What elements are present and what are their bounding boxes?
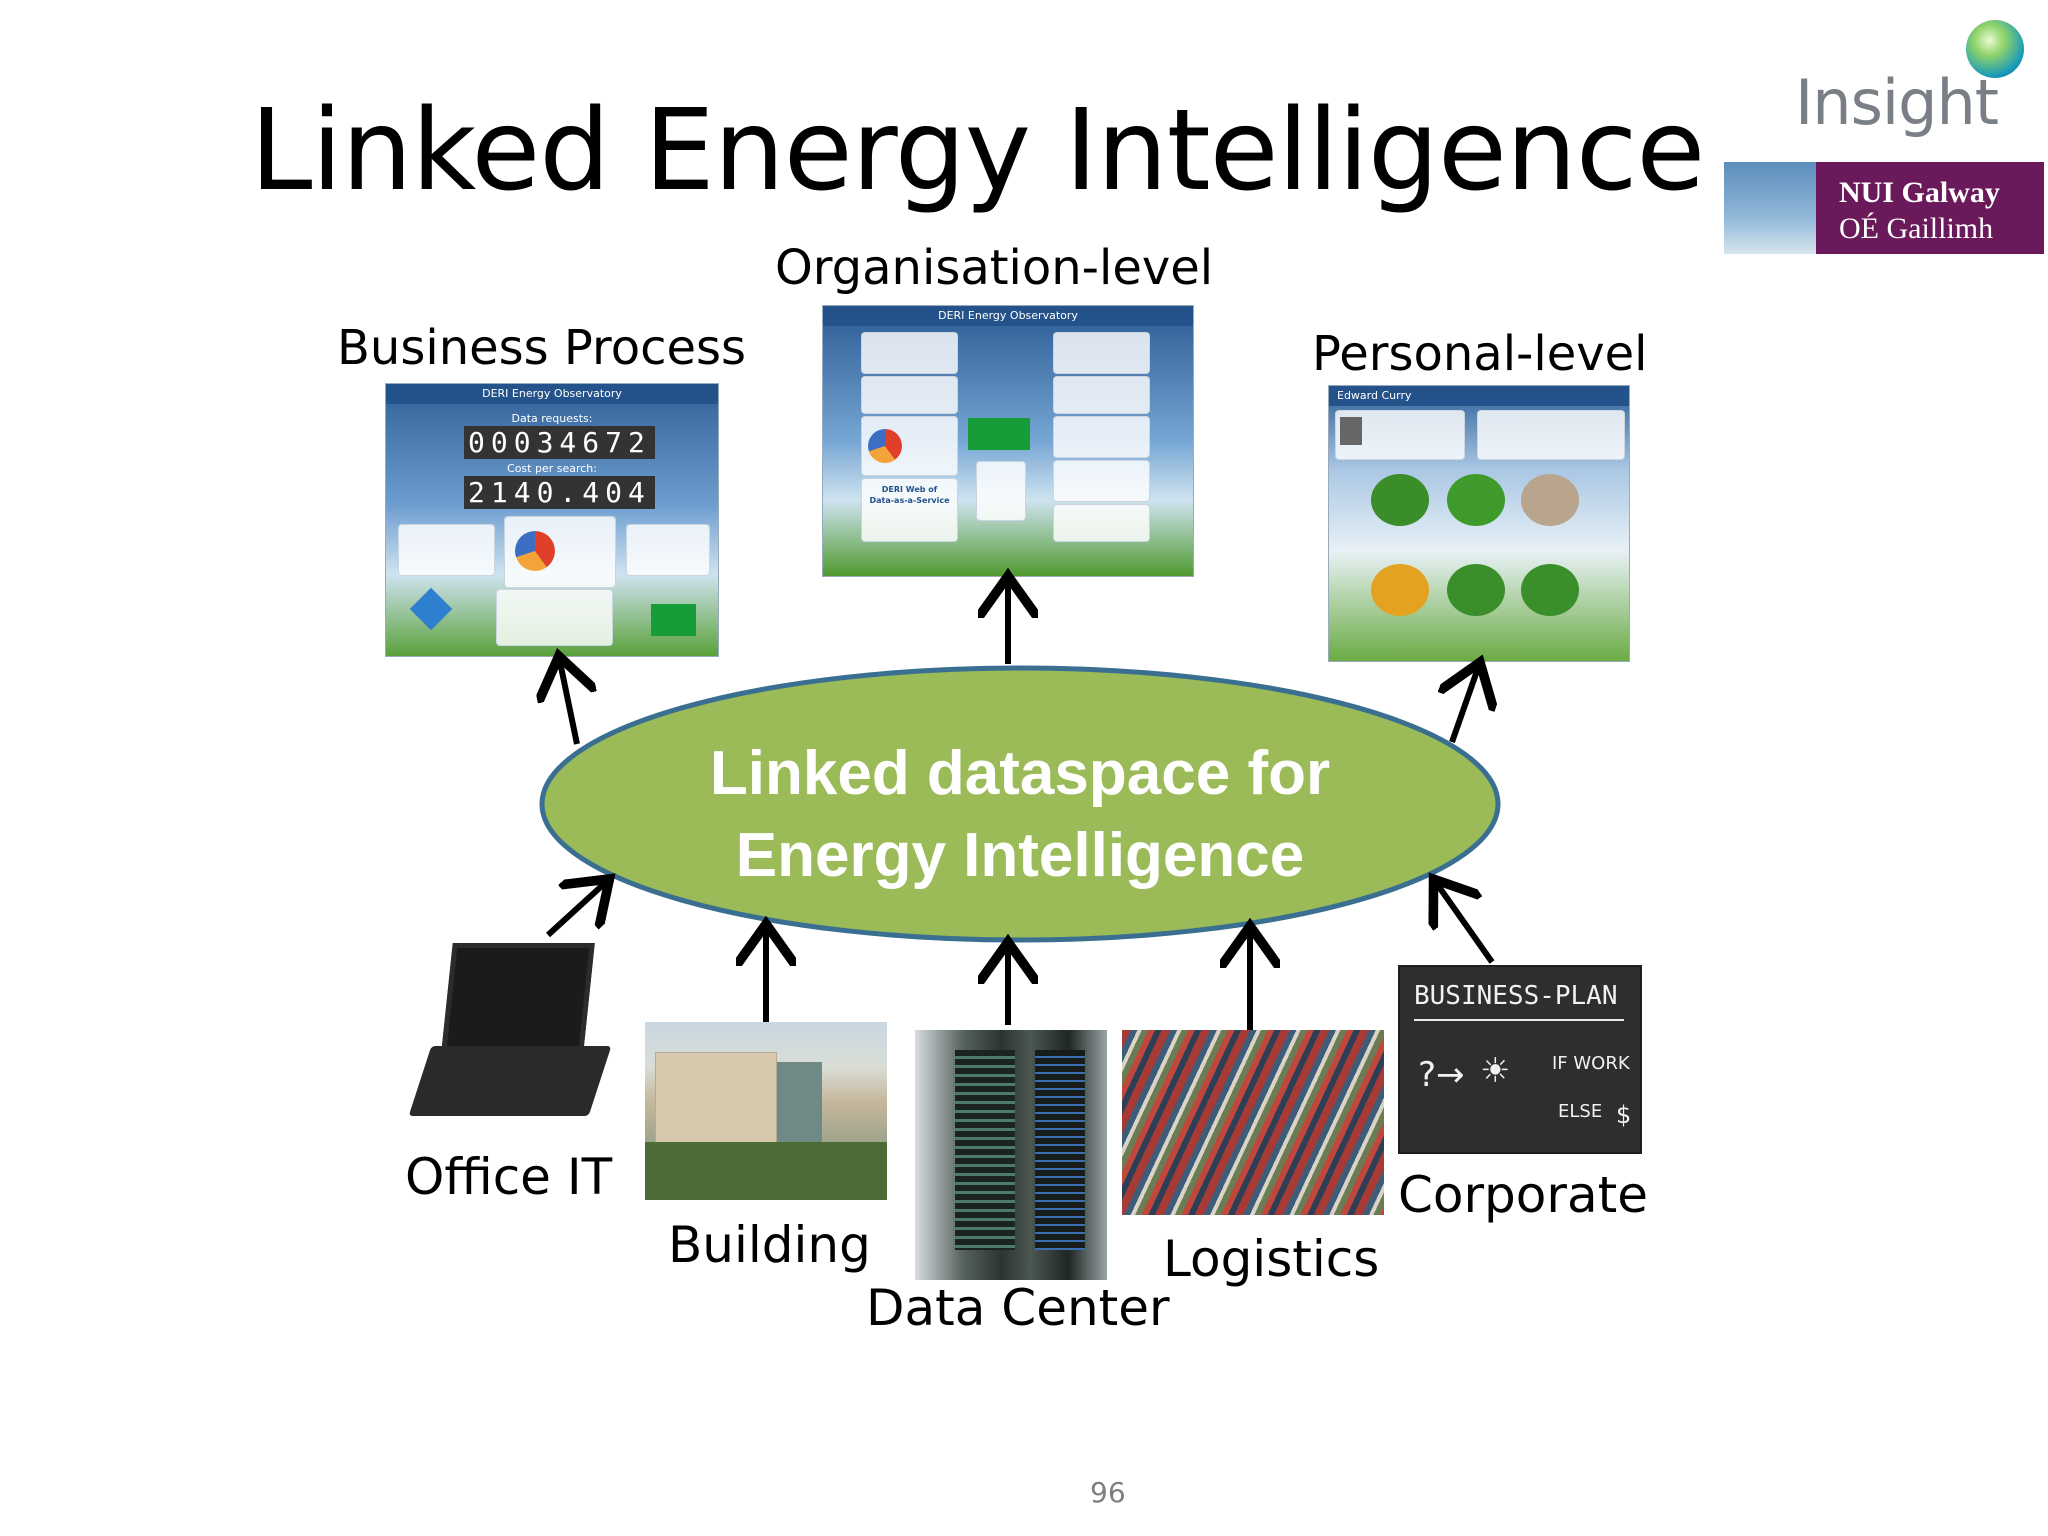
cost-per-search-counter: 2140.404	[464, 476, 655, 509]
page-number: 96	[1090, 1476, 1126, 1509]
building-facade	[655, 1052, 777, 1149]
question-mark-icon: ?→	[1418, 1055, 1465, 1095]
server-rack	[955, 1050, 1015, 1250]
apple-panel	[976, 461, 1026, 521]
deri-logo-icon	[651, 604, 696, 636]
quadrangle-building-icon	[1724, 162, 1816, 254]
dashboard-buttons-panel	[1477, 410, 1625, 460]
pie-chart-icon	[868, 429, 902, 463]
building-label: Building	[668, 1216, 871, 1274]
dashboard-header: DERI Energy Observatory	[386, 384, 718, 404]
nui-galway-irish-name: OÉ Gaillimh	[1839, 212, 1994, 245]
organisation-dashboard: DERI Energy Observatory DERI Web of Data…	[822, 305, 1194, 577]
fuel-mix-panel	[861, 416, 958, 476]
data-requests-label: Data requests:	[511, 412, 593, 425]
hedge	[645, 1142, 887, 1200]
tree-icon	[1371, 474, 1429, 526]
hub-line1: Linked dataspace for	[709, 739, 1331, 808]
if-work-text: IF WORK	[1552, 1053, 1630, 1074]
business-process-label: Business Process	[337, 320, 747, 376]
building-panel	[1053, 416, 1150, 458]
pie-chart-icon	[515, 531, 555, 571]
machines-panel	[496, 589, 613, 646]
arrow-to-business-process	[560, 662, 577, 745]
arrow-to-personal	[1452, 668, 1478, 743]
server-rack	[1035, 1050, 1085, 1250]
commute-panel	[1053, 504, 1150, 542]
arrow-from-office-it	[545, 883, 605, 938]
chalkboard-heading: BUSINESS-PLAN	[1414, 981, 1618, 1011]
nui-galway-logo: NUI Galway OÉ Gaillimh	[1724, 162, 2044, 254]
laptop-keyboard	[408, 1046, 612, 1116]
linked-dataspace-text: Linked dataspace for Energy Intelligence	[690, 733, 1350, 897]
nui-galway-name: NUI Galway	[1839, 176, 2000, 209]
data-requests-counter: 00034672	[464, 426, 655, 459]
insight-logo-text: Insight	[1795, 66, 1999, 139]
data-center-photo	[915, 1030, 1107, 1280]
profile-panel	[1335, 410, 1465, 460]
dashboard-header: Edward Curry	[1329, 386, 1629, 406]
autumn-tree-icon	[1371, 564, 1429, 616]
building-photo	[645, 1022, 887, 1200]
tree-icon	[1447, 564, 1505, 616]
logistics-label: Logistics	[1163, 1230, 1380, 1288]
data-center-label: Data Center	[866, 1279, 1170, 1337]
chalk-underline	[1414, 1019, 1624, 1021]
travel-panel	[1053, 460, 1150, 502]
office-panel	[1053, 376, 1150, 414]
fuel-mix-panel	[504, 516, 616, 588]
bare-tree-icon	[1521, 474, 1579, 526]
dollar-icon: $	[1616, 1101, 1632, 1129]
tree-icon	[1521, 564, 1579, 616]
business-plan-chalkboard: BUSINESS-PLAN ?→ ☀ IF WORK ELSE $	[1398, 965, 1642, 1154]
tree-icon	[1447, 474, 1505, 526]
container-port-photo	[1122, 1030, 1384, 1215]
personal-level-label: Personal-level	[1312, 326, 1648, 382]
corporate-label: Corporate	[1398, 1166, 1648, 1224]
power-panel	[398, 524, 495, 576]
else-text: ELSE	[1558, 1101, 1603, 1122]
cost-per-search-label: Cost per search:	[507, 462, 597, 475]
arrow-from-corporate	[1437, 884, 1495, 964]
office-it-label: Office IT	[405, 1148, 613, 1206]
profile-photo-avatar	[1340, 417, 1362, 445]
organisation-level-label: Organisation-level	[775, 240, 1214, 296]
service-title-line2: Data-as-a-Service	[869, 496, 950, 505]
total-power-panel	[861, 332, 958, 374]
insight-logo-icon	[1966, 20, 2024, 78]
business-process-dashboard: DERI Energy Observatory Data requests: 0…	[385, 383, 719, 657]
slide-title: Linked Energy Intelligence	[250, 86, 1705, 216]
dashboard-header: DERI Energy Observatory	[823, 306, 1193, 326]
glass-atrium	[777, 1062, 822, 1147]
web-of-data-panel: DERI Web of Data-as-a-Service	[861, 478, 958, 542]
datacenter-panel	[1053, 332, 1150, 374]
co2-panel	[626, 524, 710, 576]
hub-line2: Energy Intelligence	[735, 821, 1305, 890]
service-title-line1: DERI Web of	[881, 485, 938, 494]
total-co2-panel	[861, 376, 958, 414]
lightbulb-icon: ☀	[1480, 1051, 1511, 1091]
deri-logo-icon	[968, 418, 1030, 450]
laptop-image	[408, 938, 612, 1128]
laptop-screen	[441, 943, 595, 1053]
